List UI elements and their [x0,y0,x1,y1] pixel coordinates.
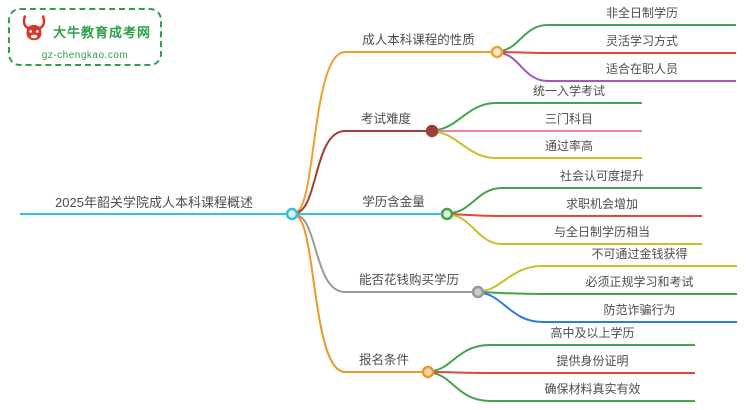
leaf-part-time-degree: 非全日制学历 [548,4,736,26]
leaf-connector-5-3 [431,372,491,402]
bull-logo-icon [19,14,49,49]
branch-course-nature: 成人本科课程的性质 [345,31,492,53]
branch-buy-degree-question: 能否花钱购买学历 [345,271,473,293]
leaf-identity-proof: 提供身份证明 [490,352,695,374]
leaf-connector-3-3 [450,214,503,245]
central-node-circle [285,207,299,221]
leaf-connector-4-2 [481,291,543,295]
logo-subtitle: gz-chengkao.com [41,50,129,61]
leaf-connector-2-3 [435,131,497,159]
branch-connector-5 [295,215,346,373]
branch-node-circle-4 [471,285,485,299]
central-topic: 2025年韶关学院成人本科课程概述 [20,193,288,215]
leaf-fraud-prevention: 防范诈骗行为 [542,301,737,323]
branch-node-circle-1 [490,45,504,59]
leaf-connector-5-2 [431,371,491,374]
leaf-connector-5-1 [431,344,491,372]
branch-node-circle-5 [421,365,435,379]
branch-connector-1 [295,51,346,213]
leaf-connector-4-1 [481,265,543,292]
branch-connector-4 [295,214,346,293]
leaf-social-recognition: 社会认可度提升 [502,167,702,189]
leaf-unified-entrance-exam: 统一入学考试 [496,82,642,104]
branch-degree-value: 学历含金量 [345,193,442,215]
leaf-connector-3-2 [450,213,503,217]
branch-connector-2 [295,130,346,214]
logo-title: 大牛教育成考网 [53,25,152,40]
leaf-connector-1-1 [500,24,549,52]
leaf-high-pass-rate: 通过率高 [496,137,642,159]
leaf-suitable-for-workers: 适合在职人员 [548,60,736,82]
logo-row: 大牛教育成考网 [19,14,151,49]
leaf-job-opportunities: 求职机会增加 [502,195,702,217]
branch-enrollment-requirements: 报名条件 [345,351,423,373]
bull-eye-left [29,30,32,33]
leaf-formal-study-required: 必须正规学习和考试 [542,273,737,295]
leaf-flexible-learning: 灵活学习方式 [548,32,736,54]
leaf-connector-1-2 [500,51,549,54]
leaf-connector-3-1 [450,187,503,214]
leaf-connector-2-1 [435,102,497,131]
branch-exam-difficulty: 考试难度 [345,110,427,132]
leaf-authentic-materials: 确保材料真实有效 [490,380,695,402]
branch-node-circle-3 [440,207,454,221]
leaf-connector-4-3 [481,292,543,323]
bull-head [26,24,42,41]
leaf-three-subjects: 三门科目 [496,110,642,132]
bull-nose [30,34,38,39]
bull-eye-right [36,30,39,33]
leaf-high-school-or-above: 高中及以上学历 [490,324,695,346]
branch-node-circle-2 [425,124,439,138]
leaf-not-purchasable: 不可通过金钱获得 [542,245,737,267]
site-logo: 大牛教育成考网 gz-chengkao.com [8,8,163,66]
leaf-equivalent-to-fulltime: 与全日制学历相当 [502,223,702,245]
leaf-connector-1-3 [500,52,549,82]
